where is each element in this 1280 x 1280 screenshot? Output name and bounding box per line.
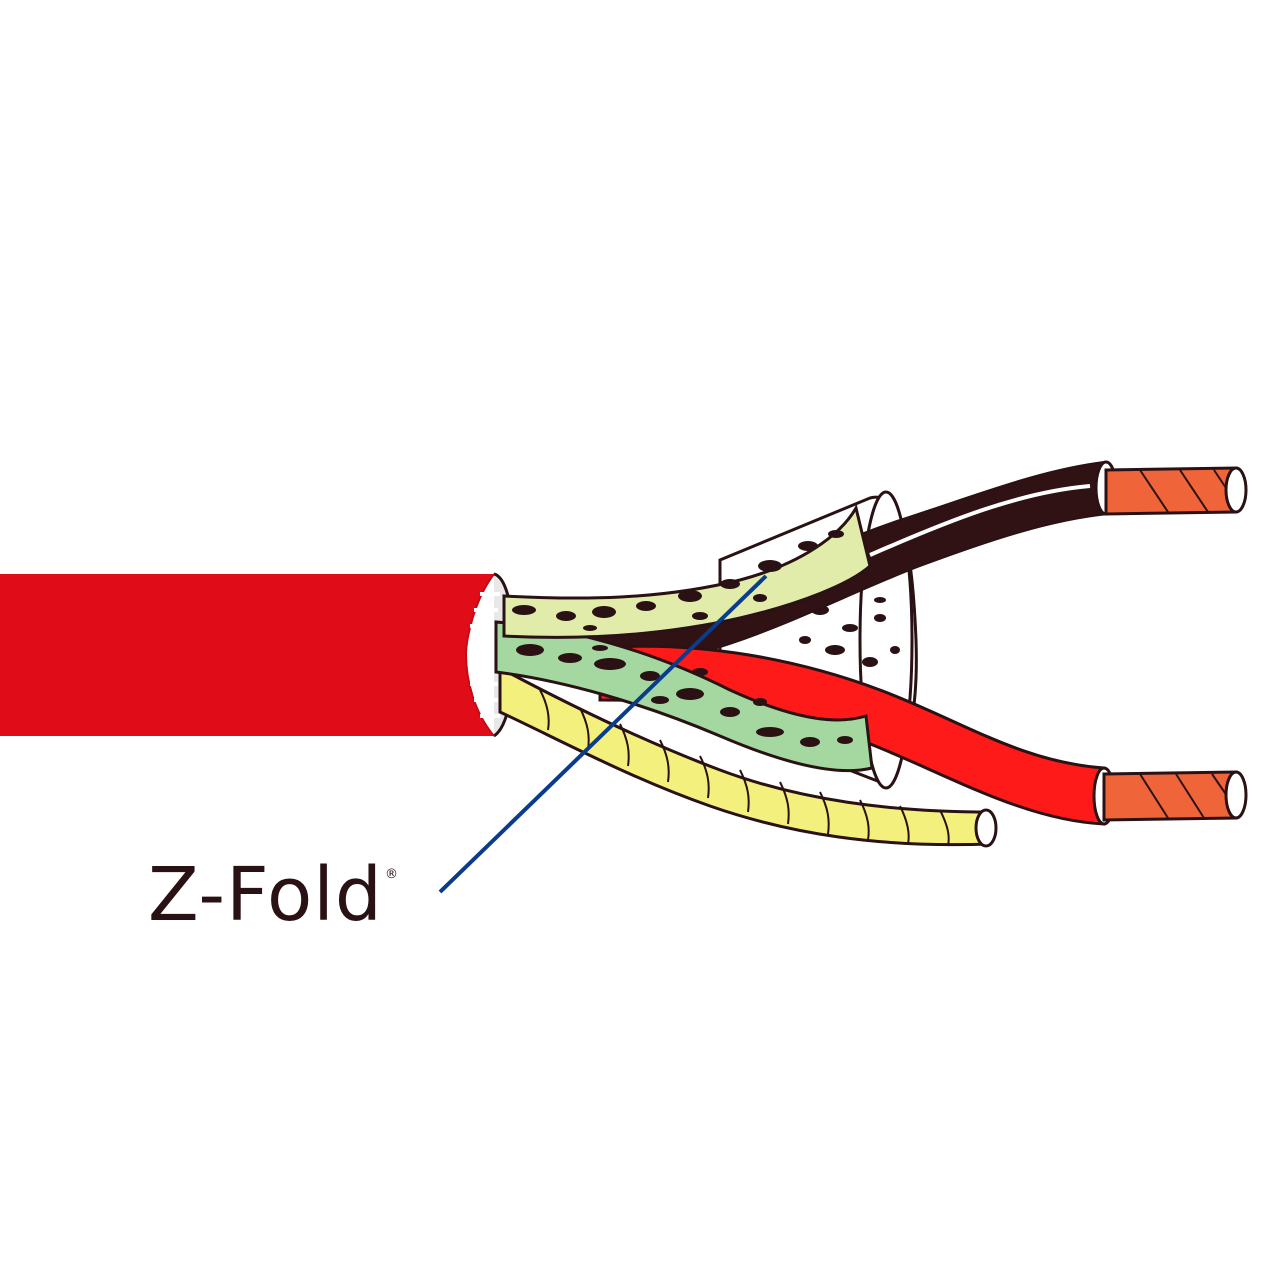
black-conductor-copper-tip (1104, 466, 1248, 516)
jacket-edge-stripes (470, 592, 500, 718)
yellow-shield-speckles (512, 530, 844, 631)
registered-trademark-mark: ® (385, 867, 398, 882)
shield-speckles (799, 597, 900, 667)
green-foil-shield (494, 620, 874, 773)
z-fold-label: Z-Fold (148, 852, 383, 938)
yellow-foil-shield (502, 503, 872, 639)
drain-wire (498, 665, 998, 848)
green-shield-speckles (516, 644, 853, 747)
cable-jacket (0, 572, 516, 738)
red-conductor-copper-tip (1102, 770, 1248, 822)
callout-leader-line (438, 574, 768, 894)
